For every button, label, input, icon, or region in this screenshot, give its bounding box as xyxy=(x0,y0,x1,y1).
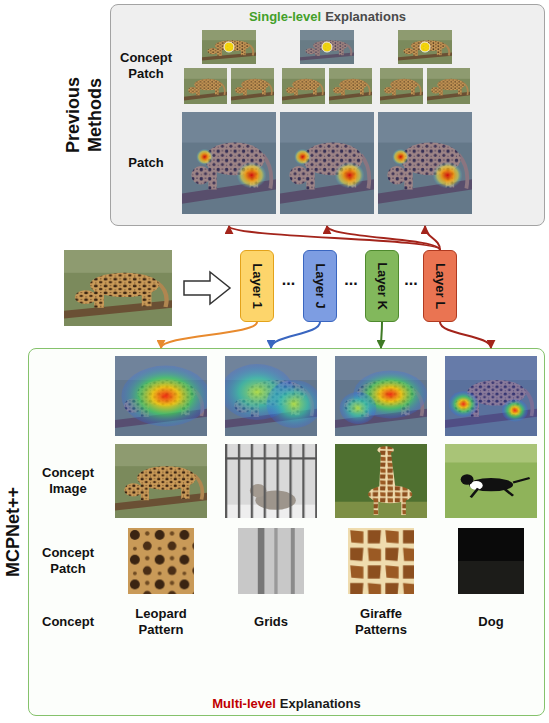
layer-label: Layer L xyxy=(433,263,448,309)
input-image xyxy=(64,250,172,326)
concept-name-holder: Dog xyxy=(445,614,537,630)
concept-patch-image xyxy=(184,68,227,104)
row-label-holder: Concept Image xyxy=(31,465,105,496)
layer-label-holder: Layer K xyxy=(375,262,390,310)
row-label: Patch xyxy=(115,155,177,171)
row-label-holder: Concept Patch xyxy=(31,545,105,576)
layer-box: Layer L xyxy=(423,250,457,322)
ellipsis-holder: ... xyxy=(338,270,364,289)
multi-level-heatmaps xyxy=(115,356,537,436)
concept-patch xyxy=(128,528,194,594)
row-label-holder: Concept Patch xyxy=(115,50,177,81)
layer-box: Layer K xyxy=(365,250,399,322)
layer-label-holder: Layer 1 xyxy=(250,263,265,309)
concept-name-holder: Leopard Pattern xyxy=(115,606,207,637)
panel-title: Single-level xyxy=(249,9,321,24)
layer-label-holder: Layer L xyxy=(433,263,448,309)
concept-patch xyxy=(348,528,414,594)
concept-patch xyxy=(238,528,304,594)
ellipsis: ... xyxy=(338,270,364,289)
concept-patch-image xyxy=(282,68,325,104)
concept-patch-image xyxy=(231,68,274,104)
row-label: Concept Patch xyxy=(115,50,177,81)
heatmap-image xyxy=(445,356,537,436)
heatmap-overlay xyxy=(182,112,276,214)
title-row: Single-level Explanations xyxy=(110,9,545,24)
side-heading: Previous Methods xyxy=(62,55,106,175)
heatmap-overlay xyxy=(220,356,321,436)
concept-image xyxy=(335,444,427,518)
side-heading-holder: MCPNet++ xyxy=(2,452,24,612)
ellipsis: ... xyxy=(276,270,302,289)
layer-label: Layer K xyxy=(375,262,390,310)
connector-arrow xyxy=(327,226,440,250)
explanation-panel: Single-levelExplanationsPrevious Methods xyxy=(110,4,545,226)
concept-patch-image xyxy=(427,68,470,104)
layer-box: Layer 1 xyxy=(240,250,274,322)
connector-arrow xyxy=(381,322,382,348)
concept-image xyxy=(225,444,317,518)
concept-name: Grids xyxy=(225,614,317,630)
concept-image xyxy=(445,444,537,518)
concept-name: Giraffe Patterns xyxy=(335,606,427,637)
previous-concept-patches xyxy=(184,30,470,104)
box-fill xyxy=(110,4,545,226)
heatmap-overlay xyxy=(115,356,210,436)
box-fill xyxy=(28,348,545,716)
heatmap-image xyxy=(280,112,374,214)
layer-box: Layer J xyxy=(303,250,337,322)
highlight-dot xyxy=(224,42,234,52)
heatmap-image xyxy=(378,112,472,214)
ellipsis: ... xyxy=(398,270,424,289)
input-image-group xyxy=(64,250,230,326)
concept-images xyxy=(115,444,537,518)
ellipsis-holder: ... xyxy=(276,270,302,289)
concept-patches xyxy=(128,528,524,594)
connector-arrow xyxy=(229,226,440,250)
panel-title: Explanations xyxy=(280,696,361,711)
layer-label: Layer J xyxy=(313,263,328,309)
concept-name-holder: Giraffe Patterns xyxy=(335,606,427,637)
side-heading-holder: Previous Methods xyxy=(62,55,106,175)
highlight-dot xyxy=(322,42,332,52)
concept-patch-image xyxy=(380,68,423,104)
ellipsis-holder: ... xyxy=(398,270,424,289)
connector-arrow xyxy=(425,226,440,250)
concept-name-holder: Grids xyxy=(225,614,317,630)
highlight-dot xyxy=(420,42,430,52)
concept-patch-image xyxy=(300,30,354,64)
row-label: Concept Patch xyxy=(31,545,105,576)
concept-name: Dog xyxy=(445,614,537,630)
previous-patch-heatmaps xyxy=(182,112,472,214)
heatmap-image xyxy=(335,356,427,436)
heatmap-image xyxy=(182,112,276,214)
panel-title: Multi-level xyxy=(212,696,276,711)
side-heading: MCPNet++ xyxy=(2,452,24,612)
concept-name: Leopard Pattern xyxy=(115,606,207,637)
concept-image xyxy=(115,444,207,518)
heatmap-overlay xyxy=(280,112,374,214)
heatmap-overlay xyxy=(445,356,537,436)
tint xyxy=(300,30,354,64)
concept-patch-image xyxy=(202,30,256,64)
connector-arrow xyxy=(161,322,257,348)
hollow-arrow xyxy=(184,272,230,304)
title-row: Multi-level Explanations xyxy=(28,696,545,711)
connector-arrow xyxy=(271,322,320,348)
row-label: Concept Image xyxy=(31,465,105,496)
row-label: Concept xyxy=(31,614,105,630)
explanation-panel: Multi-levelExplanationsMCPNet++ xyxy=(28,348,545,716)
concept-patch-image xyxy=(398,30,452,64)
connector-arrow xyxy=(440,322,491,348)
row-label-holder: Patch xyxy=(115,155,177,171)
concept-patch-image xyxy=(329,68,372,104)
layer-label: Layer 1 xyxy=(250,263,265,309)
heatmap-overlay xyxy=(378,112,472,214)
panel-title: Explanations xyxy=(325,9,406,24)
concept-patch xyxy=(458,528,524,594)
heatmap-overlay xyxy=(335,356,427,436)
layer-label-holder: Layer J xyxy=(313,263,328,309)
row-label-holder: Concept xyxy=(31,614,105,630)
